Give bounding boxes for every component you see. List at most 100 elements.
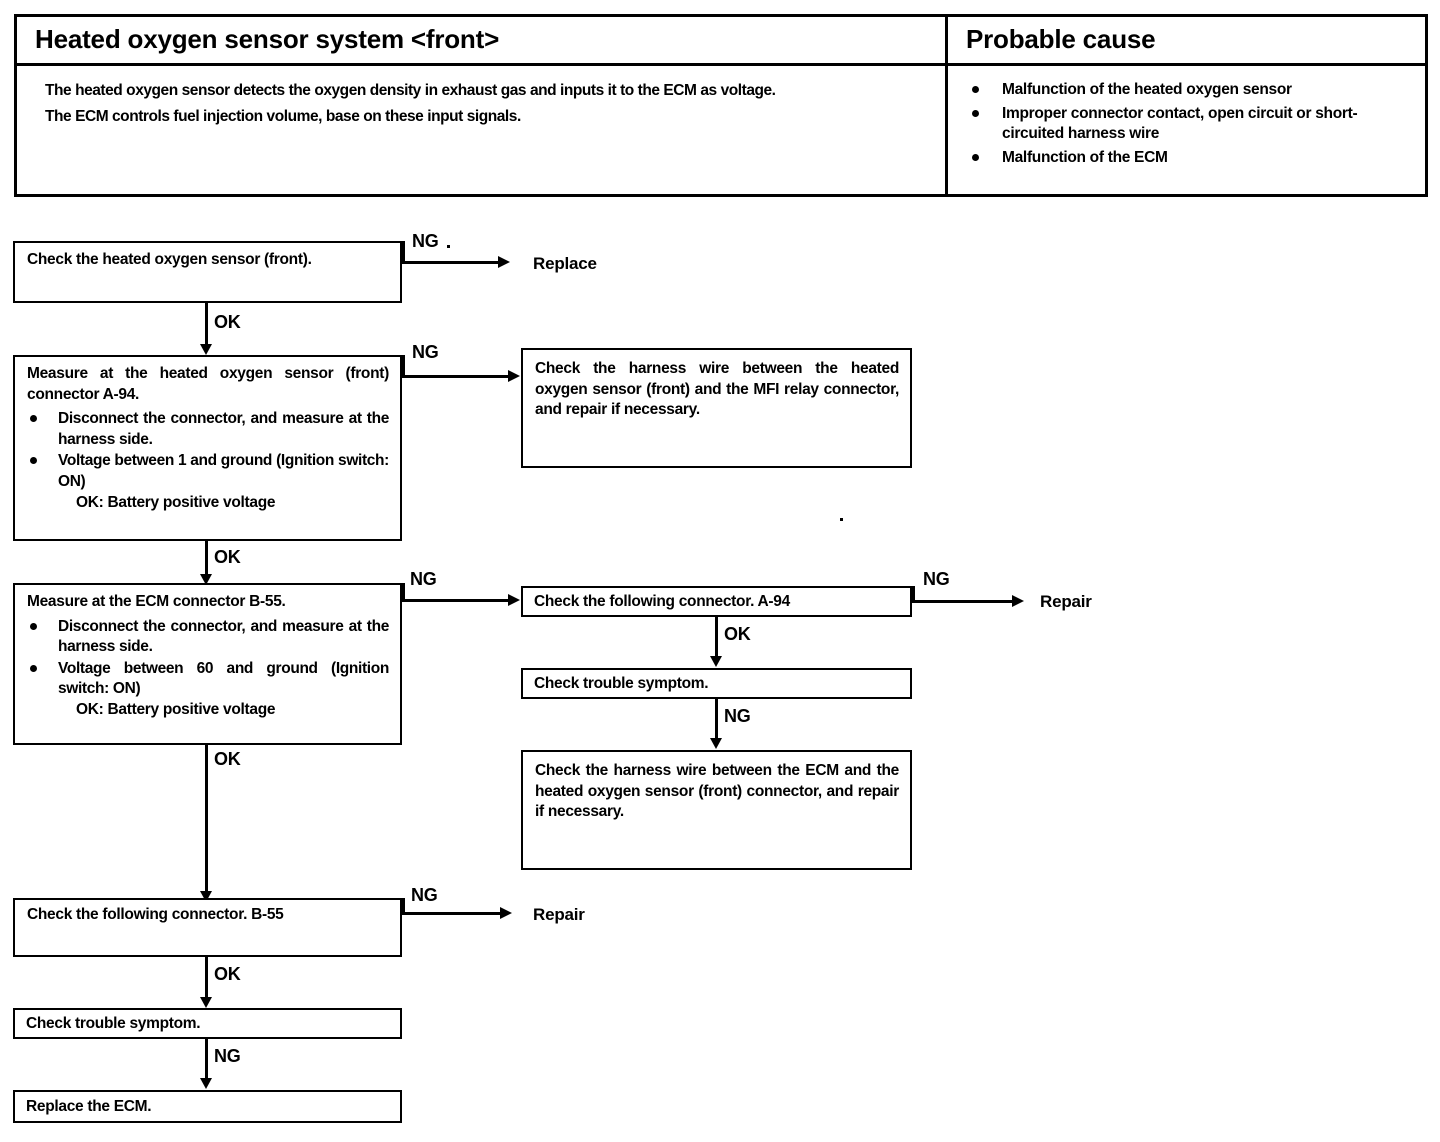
edge-label-ok-5: OK	[214, 964, 241, 984]
header-cause-cell: Probable cause	[948, 17, 1425, 63]
arrowhead-ok-3	[200, 891, 212, 902]
probable-cause-cell: Malfunction of the heated oxygen sensor …	[948, 66, 1425, 195]
step-text: Voltage between 1 and ground (Ignition s…	[58, 452, 389, 491]
arrowhead-ng-6	[500, 907, 512, 919]
edge-ng-1	[402, 261, 500, 264]
arrowhead-ng-2	[508, 370, 520, 382]
list-item: Disconnect the connector, and measure at…	[27, 617, 389, 658]
bullet-icon	[972, 154, 979, 162]
measure-b55-steps: Disconnect the connector, and measure at…	[27, 617, 389, 721]
node-check-trouble-symptom-bottom[interactable]: Check trouble symptom.	[13, 1008, 402, 1039]
node-label: Check the following connector. A-94	[534, 593, 790, 610]
edge-label-ng-7: NG	[214, 1046, 241, 1066]
bullet-icon	[30, 457, 37, 465]
page-title: Heated oxygen sensor system <front>	[35, 24, 500, 54]
header-title-row: Heated oxygen sensor system <front> Prob…	[17, 17, 1425, 66]
edge-label-ng-6: NG	[411, 885, 438, 905]
node-heading: Measure at the ECM connector B-55.	[27, 593, 286, 610]
edge-ng-2	[402, 375, 510, 378]
list-item: Malfunction of the heated oxygen sensor	[964, 80, 1415, 101]
edge-ng-2-stub	[402, 355, 405, 377]
node-heading: Measure at the heated oxygen sensor (fro…	[27, 365, 389, 403]
edge-ng-7	[205, 1039, 208, 1082]
ok-spec: OK: Battery positive voltage	[76, 701, 276, 719]
cause-text: Improper connector contact, open circuit…	[1002, 104, 1358, 143]
node-check-trouble-symptom-right[interactable]: Check trouble symptom.	[521, 668, 912, 699]
node-check-harness-ecm[interactable]: Check the harness wire between the ECM a…	[521, 750, 912, 870]
ok-spec: OK: Battery positive voltage	[76, 493, 276, 511]
edge-ng-6	[402, 912, 502, 915]
edge-ng-4	[912, 600, 1014, 603]
node-check-heated-oxygen-sensor[interactable]: Check the heated oxygen sensor (front).	[13, 241, 402, 303]
bullet-icon	[30, 415, 37, 423]
arrowhead-ng-7	[200, 1078, 212, 1089]
node-label: Check the harness wire between the heate…	[535, 360, 899, 419]
node-label: Check the harness wire between the ECM a…	[535, 762, 899, 821]
edge-ok-4	[715, 617, 718, 660]
probable-cause-list: Malfunction of the heated oxygen sensor …	[964, 80, 1415, 170]
description-paragraph-2: The ECM controls fuel injection volume, …	[45, 107, 521, 125]
node-label: Replace the ECM.	[26, 1098, 152, 1115]
description-paragraph-1: The heated oxygen sensor detects the oxy…	[45, 81, 776, 99]
bullet-icon	[30, 664, 37, 672]
bullet-icon	[30, 622, 37, 630]
edge-label-ok-3: OK	[214, 749, 241, 769]
terminal-repair-bottom: Repair	[533, 905, 585, 924]
list-item: Malfunction of the ECM	[964, 148, 1415, 169]
bullet-icon	[972, 85, 979, 93]
edge-label-ng-5: NG	[724, 706, 751, 726]
arrowhead-ok-5	[200, 997, 212, 1008]
node-label: Check the heated oxygen sensor (front).	[27, 251, 312, 268]
edge-label-ok-2: OK	[214, 547, 241, 567]
speck-mark	[447, 245, 450, 248]
edge-label-ok-1: OK	[214, 312, 241, 332]
step-text: Disconnect the connector, and measure at…	[58, 410, 389, 448]
measure-a94-steps: Disconnect the connector, and measure at…	[27, 409, 389, 513]
edge-ok-1	[205, 303, 208, 348]
terminal-repair-right: Repair	[1040, 592, 1092, 611]
arrowhead-ok-2	[200, 574, 212, 585]
terminal-replace-top: Replace	[533, 254, 597, 273]
list-item: Voltage between 1 and ground (Ignition s…	[27, 451, 389, 513]
arrowhead-ng-5	[710, 738, 722, 749]
edge-ok-2	[205, 541, 208, 578]
list-item: Voltage between 60 and ground (Ignition …	[27, 659, 389, 721]
node-measure-b55[interactable]: Measure at the ECM connector B-55. Disco…	[13, 583, 402, 745]
node-check-harness-mfi-relay[interactable]: Check the harness wire between the heate…	[521, 348, 912, 468]
arrowhead-ok-1	[200, 344, 212, 355]
node-label: Check trouble symptom.	[534, 675, 709, 692]
node-label: Check trouble symptom.	[26, 1015, 201, 1032]
edge-label-ng-2: NG	[412, 342, 439, 362]
node-check-connector-b55[interactable]: Check the following connector. B-55	[13, 898, 402, 957]
speck-mark	[840, 518, 843, 521]
description-cell: The heated oxygen sensor detects the oxy…	[17, 65, 948, 195]
edge-ng-1-stub	[402, 241, 405, 263]
list-item: Disconnect the connector, and measure at…	[27, 409, 389, 450]
list-item: Improper connector contact, open circuit…	[964, 104, 1415, 146]
probable-cause-title: Probable cause	[966, 24, 1156, 54]
step-text: Voltage between 60 and ground (Ignition …	[58, 659, 389, 698]
edge-ng-5	[715, 699, 718, 742]
header-system-cell: Heated oxygen sensor system <front>	[17, 17, 948, 63]
edge-label-ng-4: NG	[923, 569, 950, 589]
edge-ng-4-stub	[912, 586, 915, 602]
arrowhead-ng-4	[1012, 595, 1024, 607]
edge-ng-3-stub	[402, 583, 405, 601]
edge-label-ok-4: OK	[724, 624, 751, 644]
header-table: Heated oxygen sensor system <front> Prob…	[14, 14, 1428, 198]
edge-ng-6-stub	[402, 898, 405, 914]
cause-text: Malfunction of the ECM	[1002, 149, 1168, 167]
node-measure-a94[interactable]: Measure at the heated oxygen sensor (fro…	[13, 355, 402, 541]
arrowhead-ok-4	[710, 656, 722, 667]
node-check-connector-a94[interactable]: Check the following connector. A-94	[521, 586, 912, 617]
header-body-row: The heated oxygen sensor detects the oxy…	[17, 65, 1425, 195]
edge-label-ng-1: NG	[412, 231, 439, 251]
step-text: Disconnect the connector, and measure at…	[58, 617, 389, 656]
bullet-icon	[972, 109, 979, 117]
node-replace-ecm[interactable]: Replace the ECM.	[13, 1090, 402, 1123]
arrowhead-ng-1	[498, 256, 510, 268]
edge-ng-3	[402, 599, 510, 602]
edge-ok-5	[205, 957, 208, 1001]
edge-label-ng-3: NG	[410, 569, 437, 589]
